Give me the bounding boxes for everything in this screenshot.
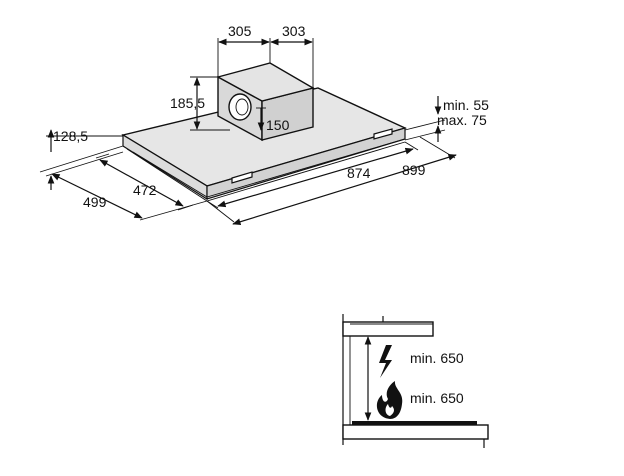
dim-899: 899 xyxy=(402,162,426,178)
clearance-cooktop xyxy=(342,424,489,440)
dim-874: 874 xyxy=(347,165,371,181)
dim-303: 303 xyxy=(282,23,306,39)
right-handle xyxy=(373,128,393,140)
dim-305: 305 xyxy=(228,23,252,39)
lightning-icon xyxy=(379,345,392,378)
clearance-hood xyxy=(342,321,434,337)
dim-min-55: min. 55 xyxy=(443,97,489,113)
dim-472: 472 xyxy=(133,182,157,198)
dim-128-5: 128,5 xyxy=(53,128,88,144)
clearance-drawing: min. 650 min. 650 xyxy=(342,314,489,448)
dim-499: 499 xyxy=(83,194,107,210)
flame-icon xyxy=(376,381,403,419)
electric-min-650: min. 650 xyxy=(410,350,464,366)
dim-185-5: 185,5 xyxy=(170,95,205,111)
dim-150: 150 xyxy=(266,117,290,133)
hood-drawing: 305 303 185,5 150 128,5 min. 55 max. 75 … xyxy=(39,23,489,225)
dim-max-75: max. 75 xyxy=(437,112,487,128)
gas-min-650: min. 650 xyxy=(410,390,464,406)
